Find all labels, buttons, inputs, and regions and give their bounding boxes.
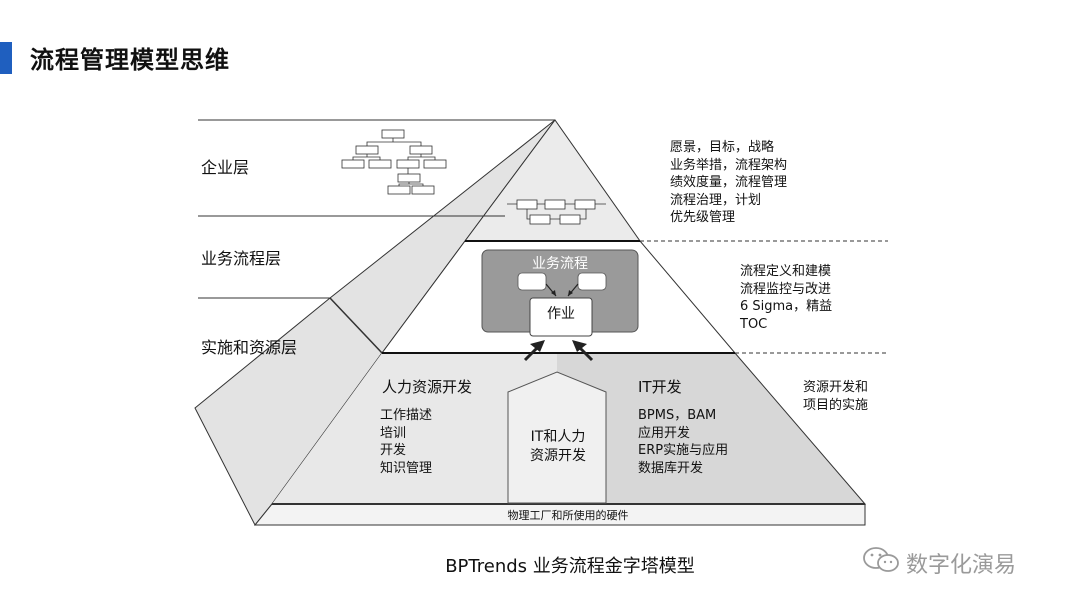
list-item: 应用开发 [638,425,691,441]
list-item: 开发 [380,443,407,458]
list-item: 流程治理，计划 [670,192,762,208]
watermark: 数字化演易 [862,546,1016,580]
it-heading: IT开发 [638,378,682,396]
list-item: 流程定义和建模 [740,264,832,279]
org-chart-icon [341,129,447,195]
business-process-title: 业务流程 [532,256,588,272]
page-title: 流程管理模型思维 [30,46,230,74]
implementation-description-list: 资源开发和 项目的实施 [803,379,868,414]
hr-region [272,353,557,504]
list-item: 流程监控与改进 [740,281,832,297]
list-item: 资源开发和 [803,380,869,395]
list-item: ERP实施与应用 [638,443,729,458]
list-item: 愿景，目标，战略 [670,140,775,155]
hr-heading: 人力资源开发 [382,378,473,396]
wechat-icon [862,546,902,580]
it-items: BPMS，BAM 应用开发 ERP实施与应用 数据库开发 [638,407,728,477]
list-item: 培训 [380,425,407,441]
hr-items: 工作描述 培训 开发 知识管理 [380,407,432,477]
process-step-left [517,272,547,291]
activity-label: 作业 [547,306,575,322]
list-item: 业务举措，流程架构 [670,157,788,173]
list-item: 数据库开发 [638,460,704,476]
list-item: TOC [740,316,768,332]
process-flow-icon [507,199,606,225]
process-description-list: 流程定义和建模 流程监控与改进 6 Sigma，精益 TOC [740,263,832,333]
list-item: 绩效度量，流程管理 [670,175,788,190]
activity-box [529,297,593,337]
title-accent-bar [0,42,12,74]
list-item: 项目的实施 [803,397,869,413]
process-layer-label: 业务流程层 [201,249,282,268]
it-hr-box-label: IT和人力 资源开发 [530,429,586,464]
list-item: 优先级管理 [670,210,736,225]
implementation-layer-label: 实施和资源层 [201,338,298,357]
enterprise-description-list: 愿景，目标，战略 业务举措，流程架构 绩效度量，流程管理 流程治理，计划 优先级… [670,139,787,227]
list-item: BPMS，BAM [638,408,717,423]
list-item: 6 Sigma，精益 [740,299,833,314]
foundation-label: 物理工厂和所使用的硬件 [507,509,629,522]
enterprise-layer-label: 企业层 [201,158,250,177]
it-hr-box [507,371,607,504]
list-item: 知识管理 [380,460,433,476]
process-step-right [577,272,607,291]
list-item: 工作描述 [380,408,433,423]
upward-arrows [523,340,594,362]
figure-caption: BPTrends 业务流程金字塔模型 [445,556,695,577]
